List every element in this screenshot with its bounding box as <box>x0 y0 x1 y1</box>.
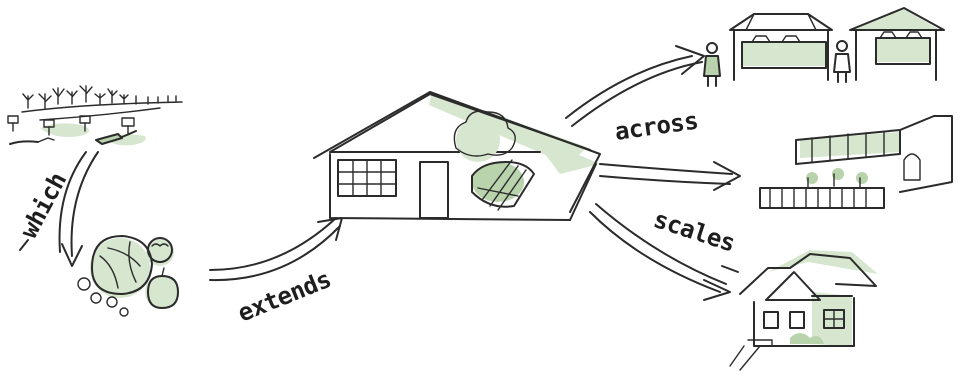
extends-label: extends <box>234 265 335 328</box>
arrow-to-market: across <box>566 46 704 146</box>
seedlings-garden-icon <box>8 86 182 145</box>
market-stalls-icon <box>704 8 944 86</box>
across-label: across <box>613 107 700 146</box>
cafe-patio-icon <box>760 116 952 208</box>
small-house-icon <box>730 250 878 370</box>
arrow-to-farmhouse: extends <box>210 218 342 328</box>
arrow-to-vegetables <box>60 152 98 266</box>
arrow-to-cafe <box>600 162 740 190</box>
scales-label: scales <box>650 205 738 257</box>
farmhouse-icon <box>314 92 600 220</box>
vegetables-harvest-icon <box>78 236 179 316</box>
arrow-to-house: scales <box>590 204 738 300</box>
which-label-group: which <box>15 168 72 250</box>
